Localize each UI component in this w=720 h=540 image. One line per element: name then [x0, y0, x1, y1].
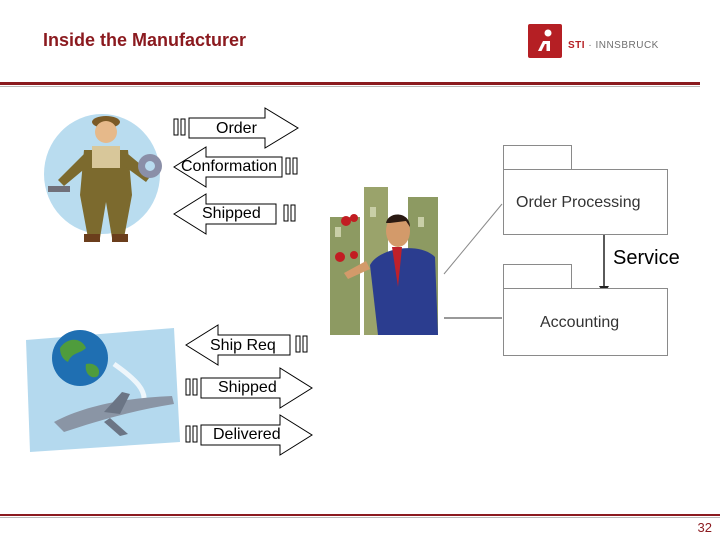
footer-rule-shadow	[0, 517, 720, 518]
logo-text: STI · INNSBRUCK	[568, 40, 659, 51]
message-label: Order	[216, 120, 257, 137]
arrow-right-icon	[185, 367, 313, 409]
accounting-tab	[503, 264, 572, 290]
arrow-right-icon	[173, 107, 299, 149]
message-ship-req: Ship Req	[184, 324, 316, 366]
globe-airplane-clipart	[24, 318, 184, 453]
sti-logo-icon	[528, 24, 562, 58]
sti-innsbruck-logo: STI · INNSBRUCK	[528, 24, 678, 60]
message-conformation: Conformation	[172, 146, 302, 188]
footer-rule	[0, 514, 720, 516]
arrow-right-icon	[185, 414, 313, 456]
order-processing-box[interactable]: Order Processing	[503, 169, 668, 235]
slide-title: Inside the Manufacturer	[43, 30, 247, 50]
businessman-clipart	[330, 187, 445, 335]
message-label: Conformation	[181, 158, 278, 175]
worker-clipart	[40, 110, 175, 245]
message-delivered: Delivered	[184, 414, 316, 456]
arrow-left-icon	[173, 193, 296, 235]
page-number: 32	[697, 520, 712, 535]
message-shipped-top: Shipped	[172, 193, 302, 235]
message-label: Delivered	[213, 426, 281, 443]
message-label: Shipped	[218, 379, 277, 396]
message-shipped-bottom: Shipped	[184, 367, 316, 409]
service-label: Service	[613, 247, 680, 269]
message-label: Ship Req	[210, 337, 276, 354]
message-label: Shipped	[202, 205, 261, 222]
order-processing-label: Order Processing	[516, 194, 641, 211]
accounting-box[interactable]: Accounting	[503, 288, 668, 356]
arrow-left-icon	[173, 146, 298, 188]
arrow-left-icon	[185, 324, 308, 366]
header-rule	[0, 82, 700, 85]
header-rule-shadow	[0, 86, 700, 87]
message-order: Order	[172, 107, 302, 149]
order-processing-tab	[503, 145, 572, 171]
accounting-label: Accounting	[540, 314, 620, 331]
